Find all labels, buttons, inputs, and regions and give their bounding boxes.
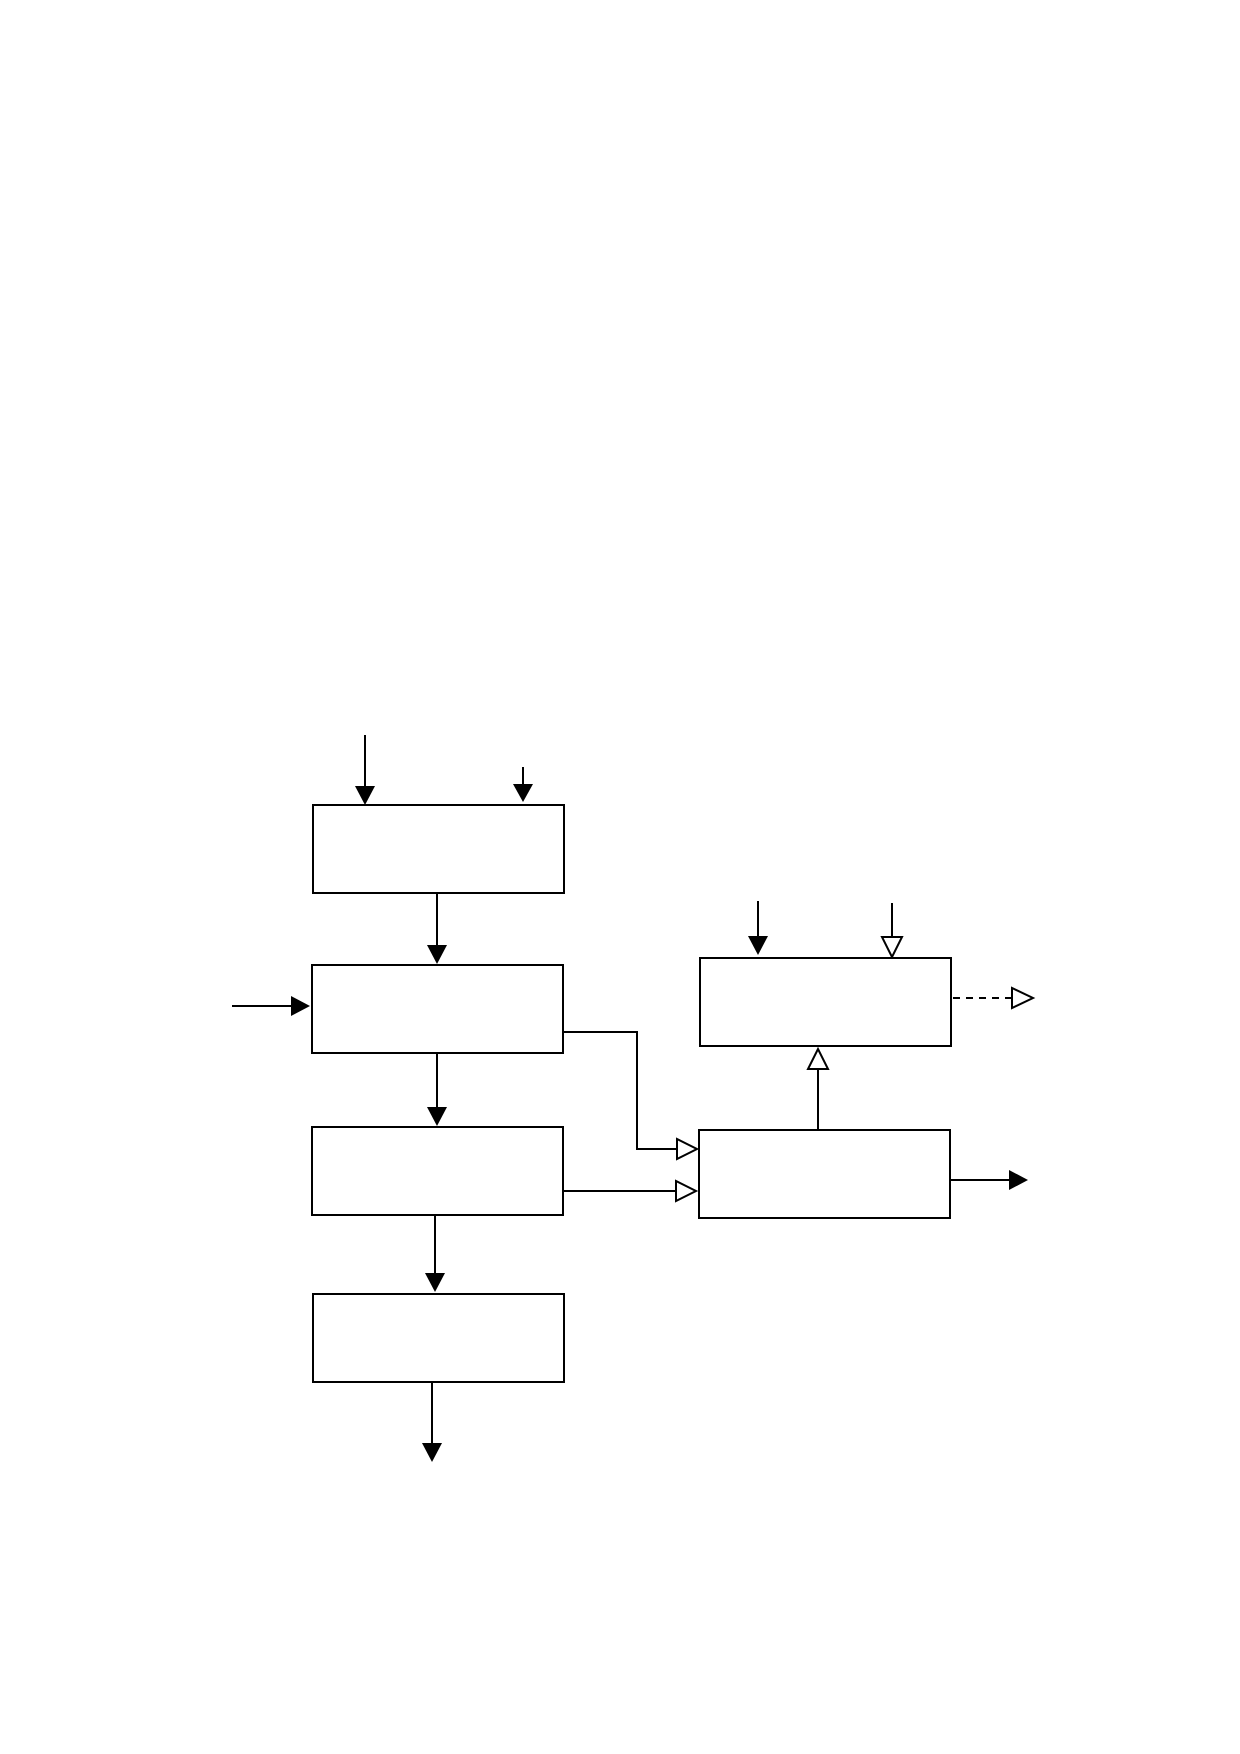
arrow-block3-block6 xyxy=(563,1179,699,1203)
arrow-block2-block3 xyxy=(427,1053,447,1126)
arrow-input-block1-right xyxy=(513,767,533,802)
block-2 xyxy=(311,964,564,1054)
arrow-block5-output xyxy=(953,986,1036,1010)
block-5 xyxy=(699,957,952,1047)
block-3 xyxy=(311,1126,564,1216)
arrow-block4-output xyxy=(422,1382,442,1462)
arrow-block1-block2 xyxy=(427,893,447,964)
arrow-block3-block4 xyxy=(425,1215,445,1292)
block-4 xyxy=(312,1293,565,1383)
arrow-input-block1-left xyxy=(355,735,375,805)
arrow-block6-output xyxy=(950,1170,1028,1190)
arrow-input-block5-right xyxy=(880,903,904,960)
arrow-input-block2-left xyxy=(232,996,310,1016)
arrow-input-block5-left xyxy=(748,901,768,955)
block-1 xyxy=(312,804,565,894)
block-6 xyxy=(698,1129,951,1219)
arrow-block6-block5 xyxy=(806,1046,830,1130)
arrow-block2-block6 xyxy=(563,1031,700,1161)
